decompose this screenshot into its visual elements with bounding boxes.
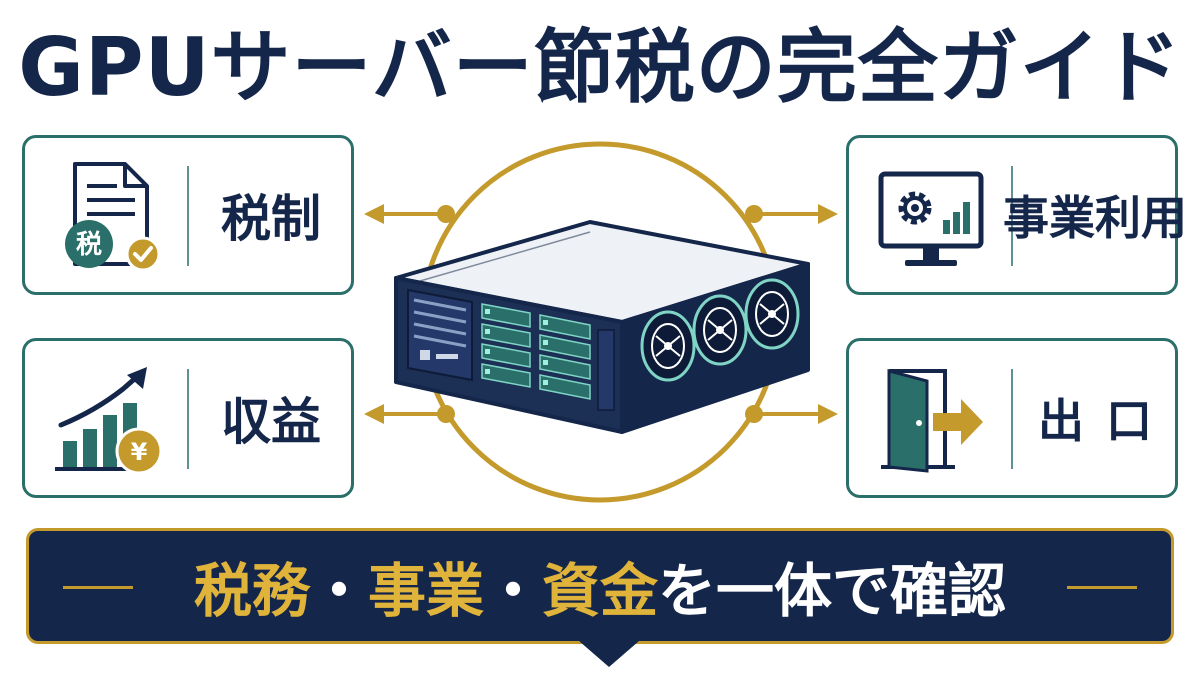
card-label-income: 収益 (221, 393, 321, 451)
growth-chart-yen-icon: ¥ (55, 367, 163, 475)
arrow-to-income (364, 404, 455, 424)
arrow-to-tax (364, 204, 455, 224)
arrow-to-exit (745, 404, 838, 424)
banner-pointer (579, 641, 639, 667)
card-divider (1011, 369, 1013, 469)
card-label-business-use: 事業利用 (1003, 191, 1187, 245)
banner-text: 税務 ・ 事業 ・ 資金 を一体で確認 (139, 531, 1061, 641)
card-tax-system: 税 税制 (22, 135, 354, 295)
banner-part-confirm: を一体で確認 (658, 557, 1007, 625)
gpu-server-icon (394, 220, 810, 434)
arrow-to-business (745, 204, 838, 224)
banner-part-tax: 税務 (193, 557, 310, 625)
banner-dash-left (63, 586, 133, 589)
card-business-use: 事業利用 (846, 135, 1187, 295)
tax-document-check-icon: 税 (65, 162, 161, 272)
tax-char-text: 税 (76, 230, 102, 260)
card-divider (187, 166, 189, 266)
banner-dash-right (1067, 586, 1137, 589)
banner-separator: ・ (484, 557, 543, 625)
card-divider (187, 369, 189, 469)
card-divider (1011, 166, 1013, 266)
card-income: ¥ 収益 (22, 338, 354, 498)
card-exit: 出口 (846, 338, 1178, 498)
card-label-exit: 出口 (1038, 394, 1174, 448)
page-title: GPUサーバー節税の完全ガイド (18, 21, 1182, 114)
card-label-tax-system: 税制 (221, 190, 321, 248)
banner-part-business: 事業 (367, 557, 484, 625)
hub-circle (419, 141, 781, 503)
yen-symbol-text: ¥ (131, 438, 148, 466)
summary-banner: 税務 ・ 事業 ・ 資金 を一体で確認 (26, 528, 1174, 667)
banner-separator: ・ (309, 557, 368, 625)
fan-icon (640, 278, 800, 382)
exit-door-arrow-icon (881, 369, 983, 473)
banner-part-funds: 資金 (542, 557, 659, 625)
monitor-gear-icon (878, 171, 984, 266)
